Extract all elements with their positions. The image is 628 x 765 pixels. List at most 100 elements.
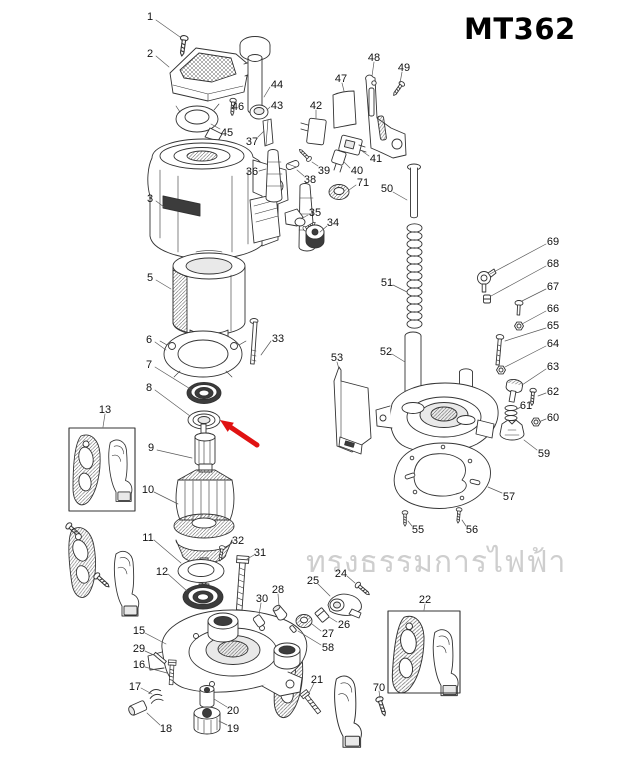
leader-22 [423, 603, 426, 611]
part-label-21: 21 [311, 674, 323, 686]
part-label-33: 33 [272, 333, 284, 345]
leader-12 [167, 573, 188, 592]
part-label-29: 29 [133, 643, 145, 655]
part-label-41: 41 [370, 153, 382, 165]
part-59-stopper-block [499, 419, 525, 441]
part-42-capacitor [300, 117, 327, 146]
part-20-sleeve [199, 685, 215, 708]
leader-34 [319, 225, 328, 233]
part-28-cap [272, 604, 288, 621]
part-69-wing-bolt [477, 268, 497, 293]
part-label-22: 22 [419, 594, 431, 606]
part-label-5: 5 [147, 272, 153, 284]
leader-13 [102, 413, 106, 428]
pointer-arrow-head [220, 420, 234, 432]
part-label-39: 39 [318, 165, 330, 177]
part-label-9: 9 [148, 442, 154, 454]
part-label-44: 44 [271, 79, 283, 91]
part-40-connector [331, 149, 347, 173]
leader-8 [154, 389, 191, 417]
leader-52 [391, 353, 406, 363]
part-71-grommet [328, 184, 350, 200]
leader-43 [266, 106, 271, 111]
pointer-arrow-shaft [228, 424, 260, 448]
part-11-flat-washer [177, 559, 225, 583]
part-55-screw [401, 510, 409, 527]
part-label-62: 62 [547, 386, 559, 398]
leader-71 [348, 184, 357, 191]
leader-60 [540, 418, 547, 422]
part-label-15: 15 [133, 625, 145, 637]
part-label-53: 53 [331, 352, 343, 364]
part-label-43: 43 [271, 100, 283, 112]
leader-50 [392, 191, 408, 201]
part-51-spring [406, 223, 423, 329]
leader-7 [154, 366, 193, 391]
part-label-56: 56 [466, 524, 478, 536]
leader-26 [328, 616, 338, 623]
part-label-35: 35 [309, 207, 321, 219]
leader-58 [297, 630, 322, 646]
part-45-brush-holder [175, 103, 223, 142]
leader-49 [399, 71, 403, 84]
leader-32 [225, 542, 233, 549]
part-label-63: 63 [547, 361, 559, 373]
part-label-26: 26 [338, 619, 350, 631]
part-1-screw [177, 34, 189, 58]
leader-70 [378, 690, 381, 699]
leader-45 [210, 123, 221, 130]
part-60-nut [531, 417, 541, 427]
part-label-38: 38 [304, 174, 316, 186]
leader-39 [311, 161, 319, 167]
leader-2 [155, 55, 170, 68]
part-29-pin [153, 651, 167, 665]
part-48-handle-bracket [365, 74, 407, 159]
part-49-screw [390, 79, 406, 98]
part-label-36: 36 [246, 166, 258, 178]
leader-69 [489, 243, 547, 275]
part-26-bolt [314, 607, 330, 623]
leader-20 [213, 698, 228, 708]
part-label-61: 61 [520, 400, 532, 412]
part-22-handle-set [390, 615, 459, 697]
leader-55 [407, 520, 413, 527]
part-57-base-plate [393, 442, 491, 509]
leader-35 [300, 214, 309, 220]
leader-68 [490, 265, 547, 297]
part-label-59: 59 [538, 448, 550, 460]
part-label-64: 64 [547, 338, 559, 350]
part-label-19: 19 [227, 723, 239, 735]
leader-57 [487, 486, 503, 494]
part-35-cord-clamp [284, 208, 317, 233]
part-24-screw [353, 580, 372, 598]
leader-33 [260, 340, 272, 356]
part-label-40: 40 [351, 165, 363, 177]
part-label-12: 12 [156, 566, 168, 578]
leader-59 [523, 439, 538, 451]
part-label-34: 34 [327, 217, 339, 229]
part-label-60: 60 [547, 412, 559, 424]
part-label-49: 49 [398, 62, 410, 74]
leader-11 [153, 539, 182, 564]
part-70-screw [374, 695, 389, 718]
leader-19 [218, 720, 228, 726]
group-box-13 [68, 427, 136, 512]
part-label-27: 27 [322, 628, 334, 640]
leader-6 [154, 341, 167, 351]
part-31-bolt [235, 555, 250, 611]
part-label-71: 71 [357, 177, 369, 189]
part-label-17: 17 [129, 681, 141, 693]
group-box-22 [387, 610, 461, 694]
leader-62 [537, 392, 547, 397]
leader-51 [392, 284, 408, 293]
part-label-31: 31 [254, 547, 266, 559]
part-53-dust-plate [333, 366, 372, 455]
part-label-67: 67 [547, 281, 559, 293]
part-label-70: 70 [373, 682, 385, 694]
watermark-text: ทรงธรรมการไฟฟ้า [306, 546, 567, 579]
part-label-69: 69 [547, 236, 559, 248]
part-18-roller [128, 700, 148, 716]
part-63-thumb-bolt [505, 378, 524, 403]
leader-16 [144, 666, 168, 674]
part-label-24: 24 [335, 568, 347, 580]
